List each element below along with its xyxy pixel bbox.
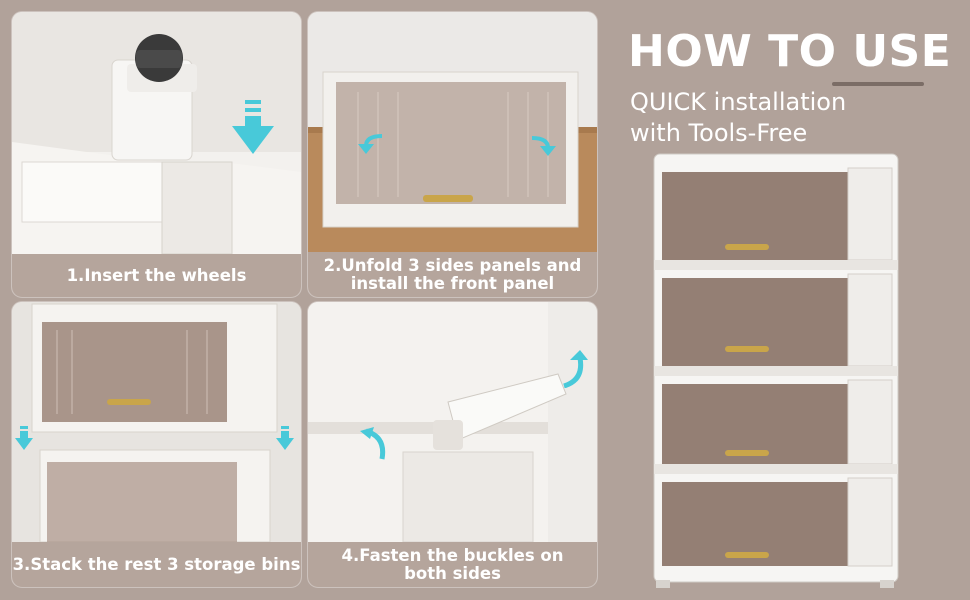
step-4-photo [308,302,597,542]
down-arrow-icon [276,426,294,450]
step-3-label: 3.Stack the rest 3 storage bins [12,554,301,574]
step-2-panel: 2.Unfold 3 sides panels and install the … [308,12,597,297]
subtitle-line-2: with Tools-Free [630,119,808,147]
storage-cabinet-image [653,153,899,588]
step-2-label: 2.Unfold 3 sides panels and install the … [323,255,582,293]
down-arrow-icon [15,426,33,450]
step-4-panel: 4.Fasten the buckles on both sides [308,302,597,587]
step-4-label: 4.Fasten the buckles on both sides [341,545,564,583]
subtitle-line-1: QUICK installation [630,88,847,116]
step-3-panel: 3.Stack the rest 3 storage bins [12,302,301,587]
step-1-caption: 1.Insert the wheels [12,254,301,297]
curved-arrow-icon [358,134,383,154]
step-2-caption: 2.Unfold 3 sides panels and install the … [308,252,597,297]
curved-arrow-icon [563,350,588,388]
step-2-photo [308,12,597,252]
step-1-panel: 1.Insert the wheels [12,12,301,297]
curved-arrow-icon [360,427,386,460]
down-arrow-icon [232,100,274,154]
curved-arrow-icon [531,136,556,156]
title-underline [832,82,924,86]
step-1-label: 1.Insert the wheels [66,265,247,285]
step-3-caption: 3.Stack the rest 3 storage bins [12,542,301,587]
page-title: HOW TO USE [628,26,952,77]
step-1-photo [12,12,301,254]
step-3-photo [12,302,301,542]
step-4-caption: 4.Fasten the buckles on both sides [308,542,597,587]
